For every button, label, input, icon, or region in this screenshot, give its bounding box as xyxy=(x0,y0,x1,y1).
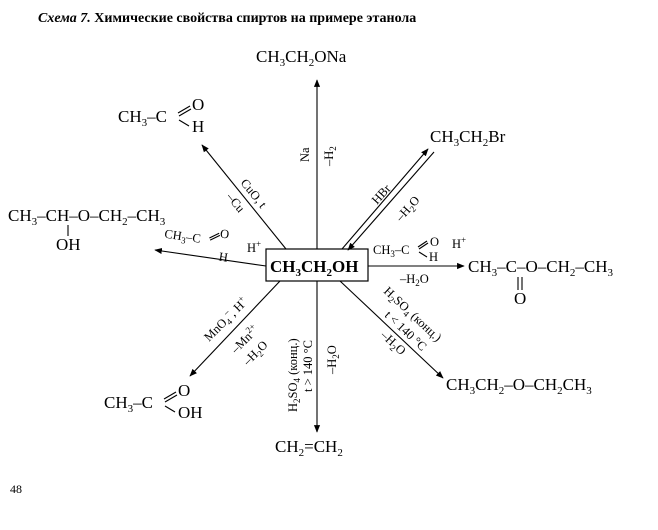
svg-text:O: O xyxy=(178,381,190,400)
svg-text:O: O xyxy=(514,289,526,308)
cond-minus-h2: –H2 xyxy=(322,146,338,167)
svg-text:OH: OH xyxy=(178,403,203,422)
svg-text:H: H xyxy=(218,250,229,265)
cond-na: Na xyxy=(298,147,312,162)
svg-text:CH3–CH–O–CH2–CH3: CH3–CH–O–CH2–CH3 xyxy=(8,206,166,228)
cond-minus-cu: –Cu xyxy=(223,189,248,215)
cond-hplus-right: H+ xyxy=(452,235,466,251)
product-hemiacetal: CH3–CH–O–CH2–CH3 OH xyxy=(8,206,166,254)
cond-t-greater-140: t > 140 °C xyxy=(301,340,315,392)
svg-text:O: O xyxy=(192,95,204,114)
cond-minus-h2o-ester: –H2O xyxy=(399,272,429,288)
svg-text:CH3–C: CH3–C xyxy=(104,393,153,415)
scheme-title: Схема 7. Химические свойства спиртов на … xyxy=(38,11,416,26)
cond-hbr: HBr xyxy=(369,181,394,207)
arrow-lower-left xyxy=(189,280,281,377)
arrow-upper-right-back xyxy=(347,151,435,251)
reagent-acetaldehyde-ester: CH3–C O H xyxy=(373,235,439,264)
svg-text:CH3–C–O–CH2–CH3: CH3–C–O–CH2–CH3 xyxy=(468,257,613,279)
arrow-left xyxy=(154,247,267,267)
arrow-upper-right xyxy=(341,148,429,250)
product-acetaldehyde: CH3–C O H xyxy=(118,95,204,136)
scheme-heading: Химические свойства спиртов на примере э… xyxy=(91,11,416,26)
cond-minus-h2o-br: –H2O xyxy=(392,193,424,226)
svg-text:OH: OH xyxy=(56,235,81,254)
product-acetic-acid: CH3–C O OH xyxy=(104,381,203,422)
svg-text:H: H xyxy=(192,117,204,136)
center-box xyxy=(265,248,369,282)
product-diethyl-ether: CH3CH2–O–CH2CH3 xyxy=(446,375,592,397)
svg-text:O: O xyxy=(219,227,230,242)
center-ethanol: CH3CH2OH xyxy=(270,257,358,279)
arrow-lower-right xyxy=(339,280,444,379)
scheme-label: Схема 7. xyxy=(38,11,91,26)
product-sodium-ethoxide: CH3CH2ONa xyxy=(256,47,347,69)
reagent-acetaldehyde-small: CH3–C O H xyxy=(163,227,230,265)
svg-text:CH3–C: CH3–C xyxy=(163,227,201,248)
product-ethyl-acetate: CH3–C–O–CH2–CH3 O xyxy=(468,257,613,308)
svg-text:H: H xyxy=(429,250,438,264)
page-number: 48 xyxy=(10,482,22,496)
arrow-upper-left xyxy=(201,144,287,250)
cond-h2so4-down: H2SO4 (конц.) xyxy=(286,338,302,412)
product-ethylene: CH2=CH2 xyxy=(275,437,343,459)
svg-text:CH3–C: CH3–C xyxy=(118,107,167,129)
cond-minus-h2o-down: –H2O xyxy=(325,345,341,375)
cond-hplus-left: H+ xyxy=(247,239,261,255)
product-bromoethane: CH3CH2Br xyxy=(430,127,506,149)
svg-text:O: O xyxy=(430,235,439,249)
svg-text:CH3–C: CH3–C xyxy=(373,243,409,259)
